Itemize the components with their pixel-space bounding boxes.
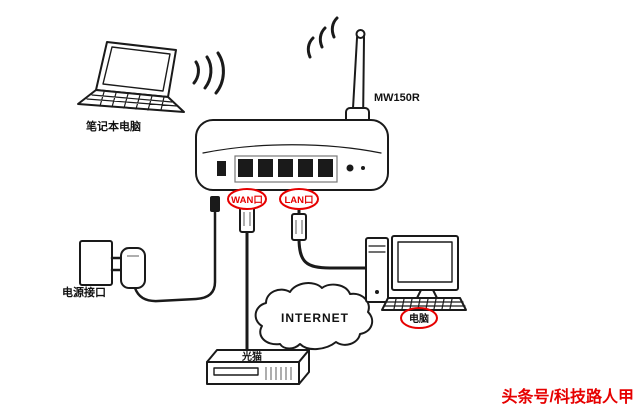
reset-hole: [361, 166, 365, 170]
lan-rj45-plug: [291, 213, 307, 241]
wan-highlight-circle: [227, 188, 267, 210]
port-group-outline: [234, 155, 338, 183]
adapter-body: [120, 247, 146, 289]
router-top-seam: [202, 144, 382, 154]
power-port: [217, 161, 226, 176]
tower-slots: [368, 245, 386, 253]
wall-outlet: [79, 240, 113, 286]
cloud-shape: [254, 282, 374, 350]
internet-label: INTERNET: [281, 311, 349, 325]
power-plug-barrel: [210, 196, 220, 212]
monitor-screen: [397, 241, 453, 283]
computer-highlight-circle: [400, 307, 438, 329]
lan-cable: [291, 184, 372, 270]
router-model-label: MW150R: [374, 92, 420, 104]
antenna-tip: [355, 29, 366, 39]
router-button: [346, 164, 354, 172]
laptop-keyboard-lines: [86, 91, 178, 111]
lan-highlight-circle: [279, 188, 319, 210]
lan-port-4: [318, 159, 333, 177]
lan-port-label: LAN口: [284, 195, 313, 206]
laptop-illustration: [77, 41, 185, 113]
power-jack-label: 电源接口: [62, 285, 106, 299]
pc-tower: [365, 237, 389, 303]
laptop-label: 笔记本电脑: [86, 119, 141, 133]
keyboard-keys: [383, 298, 466, 310]
lan-port-3: [298, 159, 313, 177]
internet-cloud: INTERNET: [254, 282, 374, 350]
lan-callout: LAN口: [279, 188, 319, 210]
power-adapter-illustration: [79, 240, 146, 289]
wan-callout: WAN口: [227, 188, 267, 210]
lan-port-1: [258, 159, 273, 177]
computer-label: 电脑: [409, 312, 429, 325]
watermark-text: 头条号/科技路人甲: [502, 387, 634, 406]
tower-button: [375, 290, 379, 294]
modem-illustration: 光猫: [206, 349, 310, 385]
router-antenna: [345, 29, 370, 127]
computer-callout: 电脑: [400, 307, 438, 329]
lan-port-2: [278, 159, 293, 177]
wan-cable: [239, 184, 255, 354]
wifi-waves-antenna-icon: [306, 16, 339, 59]
monitor-stand: [416, 289, 438, 299]
router-illustration: [195, 119, 389, 191]
power-cable: [133, 196, 220, 303]
wifi-waves-laptop-icon: [192, 51, 225, 95]
router-body: [195, 119, 389, 191]
modem-slot: [213, 367, 259, 376]
wan-port-label: WAN口: [231, 195, 263, 206]
modem-vents: [265, 367, 292, 380]
wan-port-jack: [238, 159, 253, 177]
modem-label: 光猫: [241, 350, 262, 363]
laptop-screen-inner: [102, 46, 171, 92]
desktop-computer-illustration: [365, 235, 467, 311]
